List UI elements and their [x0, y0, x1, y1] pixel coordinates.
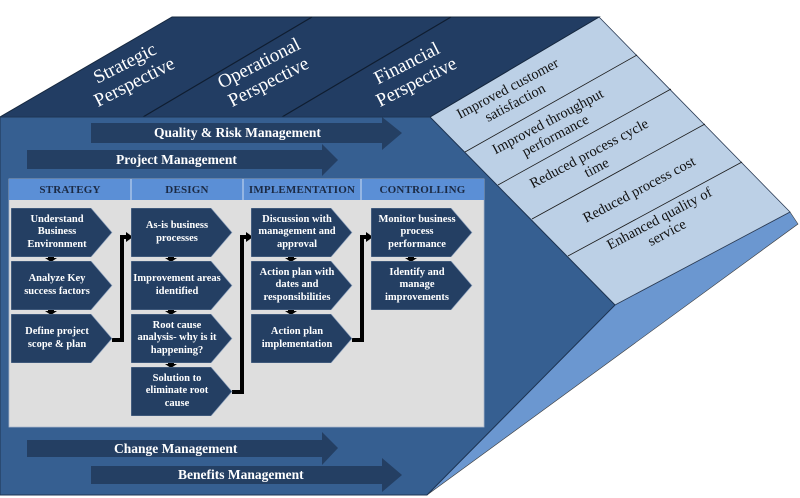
process-step-box: Action plan implementation: [251, 314, 353, 363]
process-step-label: Monitor business process performance: [378, 213, 456, 250]
process-step-box: Monitor business process performance: [371, 208, 473, 257]
outcome-divider: [567, 161, 743, 257]
outcome-divider: [531, 123, 706, 220]
column-header-bar: [9, 179, 484, 200]
outcome-divider: [497, 88, 672, 186]
pentagon-arrow-shape: [131, 314, 233, 363]
perspective-divider: [142, 16, 313, 118]
process-step-label: Root cause analysis- why is it happening…: [137, 319, 217, 356]
pentagon-arrow-shape: [371, 208, 473, 257]
outcome-divider: [464, 54, 638, 153]
process-step-label: Understand Business Environment: [27, 213, 87, 250]
pentagon-arrow-shape: [11, 261, 113, 310]
process-step-label: Action plan with dates and responsibilit…: [259, 266, 335, 303]
process-step-label: As-is business processes: [145, 220, 209, 244]
change-management-label: Change Management: [114, 441, 238, 456]
connector-arrowhead: [366, 232, 373, 242]
pentagon-arrow-shape: [11, 314, 113, 363]
process-step-label: Improvement areas identified: [133, 273, 221, 297]
process-step-box: Define project scope & plan: [11, 314, 113, 363]
process-step-box: Root cause analysis- why is it happening…: [131, 314, 233, 363]
process-step-label: Discussion with management and approval: [258, 213, 336, 250]
process-step-box: Solution to eliminate root cause: [131, 367, 233, 416]
quality-risk-arrow: [91, 117, 402, 150]
connector-arrowhead: [126, 232, 133, 242]
connector-strategy-to-design: [112, 235, 127, 342]
pentagon-arrow-shape: [11, 208, 113, 257]
process-step-box: Improvement areas identified: [131, 261, 233, 310]
perspective-divider: [281, 16, 452, 118]
process-step-label: Analyze Key success factors: [24, 273, 90, 297]
column-header-implementation: IMPLEMENTATION: [248, 184, 356, 196]
process-step-box: Discussion with management and approval: [251, 208, 353, 257]
column-header-strategy: STRATEGY: [39, 184, 101, 196]
process-step-box: As-is business processes: [131, 208, 233, 257]
connector-implementation-to-controlling: [352, 235, 367, 342]
connector-design-to-implementation: [232, 235, 247, 394]
process-step-box: Action plan with dates and responsibilit…: [251, 261, 353, 310]
change-management-arrow: [27, 432, 338, 465]
benefits-management-label: Benefits Management: [178, 467, 304, 482]
pentagon-arrow-shape: [131, 367, 233, 416]
pentagon-arrow-shape: [251, 314, 353, 363]
process-step-box: Understand Business Environment: [11, 208, 113, 257]
pentagon-arrow-shape: [251, 208, 353, 257]
process-step-label: Action plan implementation: [261, 326, 333, 350]
connector-arrowhead: [246, 232, 253, 242]
pentagon-arrow-shape: [131, 261, 233, 310]
quality-risk-label: Quality & Risk Management: [154, 125, 321, 140]
project-management-label: Project Management: [116, 152, 237, 167]
benefits-management-arrow: [91, 458, 402, 492]
process-step-label: Identify and manage improvements: [385, 266, 449, 303]
process-step-label: Solution to eliminate root cause: [145, 372, 209, 409]
process-step-box: Analyze Key success factors: [11, 261, 113, 310]
process-step-label: Define project scope & plan: [25, 326, 89, 350]
column-header-controlling: CONTROLLING: [379, 184, 466, 196]
project-management-arrow: [27, 144, 338, 176]
process-step-box: Identify and manage improvements: [371, 261, 473, 310]
pentagon-arrow-shape: [251, 261, 353, 310]
pentagon-arrow-shape: [371, 261, 473, 310]
column-header-design: DESIGN: [165, 184, 209, 196]
pentagon-arrow-shape: [131, 208, 233, 257]
